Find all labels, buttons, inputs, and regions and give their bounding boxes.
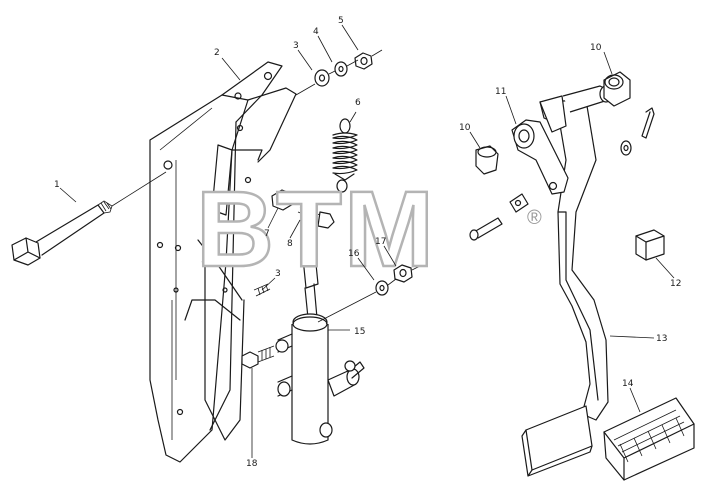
split-pin (641, 107, 655, 139)
callout-1: 1 (54, 180, 60, 190)
pedal-arm (539, 85, 613, 421)
callout-6: 6 (355, 98, 361, 108)
callout-4: 4 (313, 27, 319, 37)
nut-part-5 (354, 52, 373, 70)
washer-part-16 (375, 280, 389, 296)
return-spring (332, 118, 358, 193)
callout-16: 16 (348, 249, 360, 259)
washer-part-3 (314, 69, 330, 87)
master-cylinder (275, 243, 365, 445)
watermark-text: BTM (196, 168, 436, 289)
callout-18: 18 (246, 459, 258, 469)
pedal-bracket (149, 61, 297, 463)
bushing-part-10-upper (603, 71, 631, 107)
bolt-part-18 (241, 345, 275, 369)
lock-washer-part-4 (334, 61, 348, 77)
long-bolt (11, 200, 113, 266)
callout-5: 5 (338, 16, 344, 26)
pivot-link-part-11 (511, 119, 569, 195)
callout-10-lower: 10 (459, 123, 471, 133)
watermark: BTM ® (195, 167, 542, 291)
callout-15: 15 (354, 327, 365, 337)
nut-part-17 (393, 264, 413, 283)
nut-part-7 (271, 189, 294, 211)
callout-10-upper: 10 (590, 43, 602, 53)
callout-3-lower: 3 (275, 269, 281, 279)
pedal-pad-cover (603, 397, 695, 481)
callout-17: 17 (375, 237, 386, 247)
callout-2: 2 (214, 48, 220, 58)
small-bolt-part-3 (253, 283, 271, 297)
callout-11: 11 (495, 87, 506, 97)
callout-14: 14 (622, 379, 634, 389)
rubber-stopper-part-12 (635, 229, 665, 261)
watermark-registered-mark: ® (527, 207, 542, 229)
callout-7: 7 (264, 229, 270, 239)
bolt-part-8 (297, 206, 335, 229)
callout-12: 12 (670, 279, 681, 289)
callout-3-upper: 3 (293, 41, 299, 51)
clevis-pin (469, 193, 529, 241)
washer-pivot (620, 140, 632, 156)
callout-13: 13 (656, 334, 667, 344)
bushing-part-10-lower (475, 145, 499, 175)
pedal-pad (521, 405, 593, 477)
callout-8: 8 (287, 239, 293, 249)
